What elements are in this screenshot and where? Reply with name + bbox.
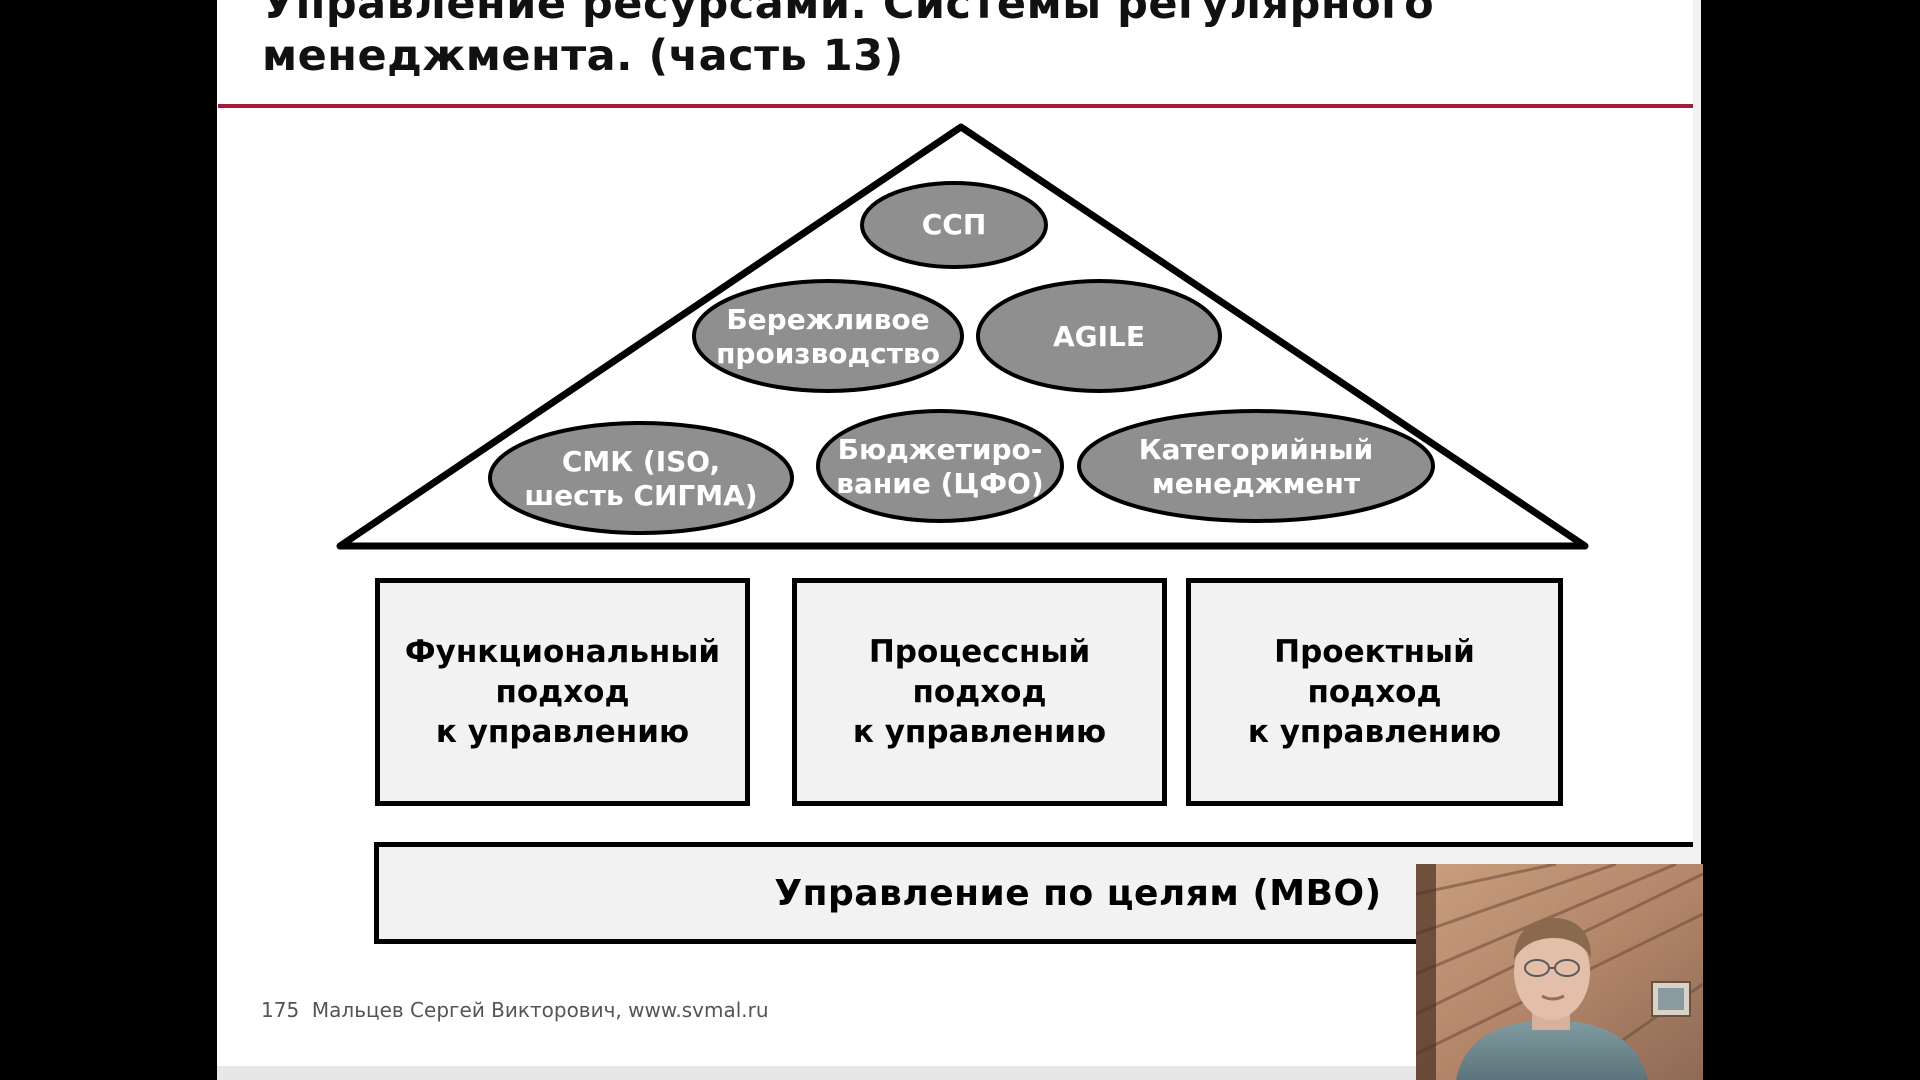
presentation-slide: Управление ресурсами. Системы регулярног… xyxy=(217,0,1701,1080)
slide-footer: 175 Мальцев Сергей Викторович, www.svmal… xyxy=(261,998,769,1022)
box-label: подход xyxy=(495,674,630,710)
ellipse-label: Категорийный xyxy=(1139,433,1373,466)
box-label: к управлению xyxy=(1247,714,1502,750)
ellipse-label: производство xyxy=(716,337,940,370)
slide-edge xyxy=(1693,0,1701,1080)
title-divider xyxy=(218,104,1694,108)
box-label: Проектный xyxy=(1274,634,1475,670)
box-label: Функциональный xyxy=(404,634,721,670)
ellipse-budgeting: Бюджетиро- вание (ЦФО) xyxy=(816,409,1064,523)
slide-bottom-bar xyxy=(217,1066,1701,1080)
footer-author: Мальцев Сергей Викторович, www.svmal.ru xyxy=(311,998,769,1022)
ellipse-label: Бережливое xyxy=(726,303,929,336)
box-label: подход xyxy=(1307,674,1442,710)
box-label: Процессный xyxy=(868,634,1091,670)
ellipse-qms: СМК (ISO, шесть СИГМА) xyxy=(488,421,794,535)
webcam-image xyxy=(1416,864,1703,1080)
page-number: 175 xyxy=(261,998,300,1022)
box-label: к управлению xyxy=(852,714,1107,750)
ellipse-label: шесть СИГМА) xyxy=(524,479,757,512)
ellipse-label: AGILE xyxy=(1053,320,1145,353)
ellipse-ssp: ССП xyxy=(860,181,1048,269)
process-approach-box: Процессный подход к управлению xyxy=(792,578,1167,806)
ellipse-label: Бюджетиро- xyxy=(838,433,1043,466)
pyramid-diagram: ССП Бережливое производство AGILE СМК (I… xyxy=(336,123,1589,550)
mbo-label: Управление по целям (MBO) xyxy=(774,872,1382,914)
box-label: подход xyxy=(912,674,1047,710)
slide-title-line: Управление ресурсами. Системы регулярног… xyxy=(262,0,1435,29)
ellipse-label: СМК (ISO, xyxy=(562,445,720,478)
slide-title-line: менеджмента. (часть 13) xyxy=(262,31,904,81)
box-label: к управлению xyxy=(435,714,690,750)
webcam-video-overlay[interactable] xyxy=(1416,864,1703,1080)
ellipse-category-management: Категорийный менеджмент xyxy=(1077,409,1435,523)
ellipse-label: ССП xyxy=(922,208,987,241)
slide-title: Управление ресурсами. Системы регулярног… xyxy=(262,0,1642,82)
ellipse-label: менеджмент xyxy=(1152,467,1361,500)
ellipse-agile: AGILE xyxy=(976,279,1222,393)
ellipse-lean-production: Бережливое производство xyxy=(692,279,964,393)
functional-approach-box: Функциональный подход к управлению xyxy=(375,578,750,806)
project-approach-box: Проектный подход к управлению xyxy=(1186,578,1563,806)
ellipse-label: вание (ЦФО) xyxy=(836,467,1043,500)
